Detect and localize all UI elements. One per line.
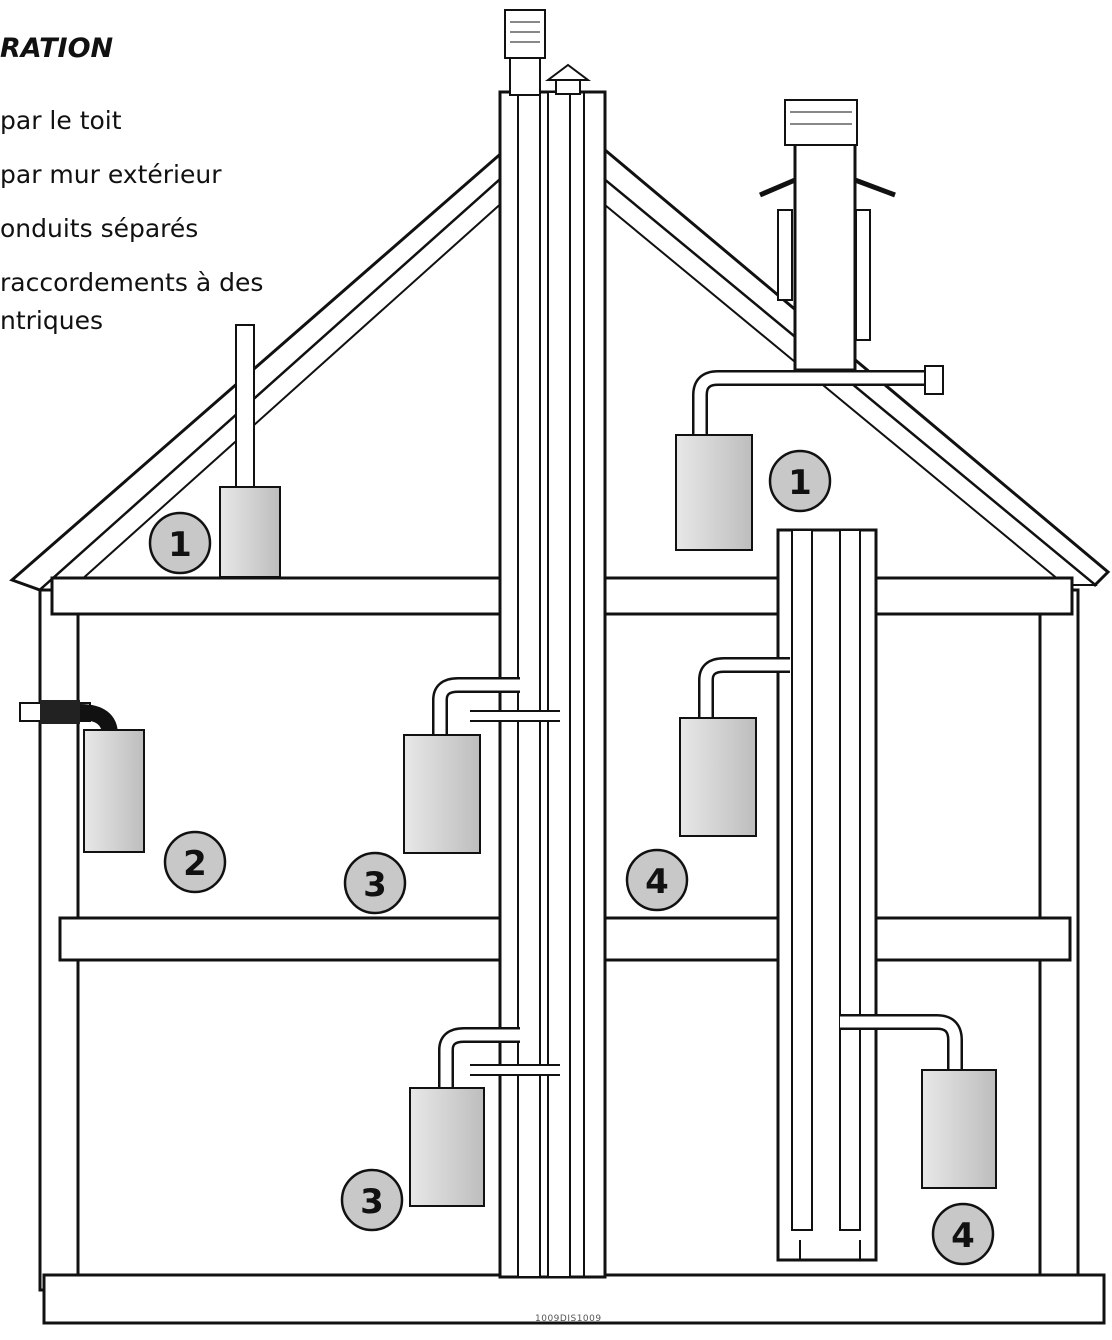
boiler-wall	[79, 704, 145, 853]
svg-text:3: 3	[360, 1182, 384, 1222]
legend-title: RATION	[0, 33, 114, 64]
svg-text:3: 3	[363, 865, 387, 905]
boiler-floor1-right	[679, 657, 790, 837]
callout-4-lower: 4	[931, 1202, 995, 1266]
boiler-attic-left	[219, 324, 281, 578]
boiler-ground-right	[840, 1014, 997, 1189]
callout-3-upper: 3	[343, 851, 407, 915]
legend-item-separate: onduits séparés	[0, 214, 199, 243]
callout-4-upper: 4	[625, 848, 689, 912]
svg-text:4: 4	[645, 862, 669, 902]
legend-item-concentric: ntriques	[0, 306, 103, 335]
boiler-ground-left	[409, 1027, 560, 1207]
boiler-attic-right	[675, 365, 944, 551]
reference-code: 1009DIS1009	[535, 1314, 602, 1324]
svg-text:1: 1	[168, 525, 192, 565]
right-shaft	[776, 528, 878, 1262]
legend-item-connections: raccordements à des	[0, 268, 264, 297]
svg-text:1: 1	[788, 463, 812, 503]
ground-floor	[42, 1273, 1106, 1325]
callout-1-right: 1	[768, 449, 832, 513]
callout-3-lower: 3	[340, 1168, 404, 1232]
roof-chimney-right	[759, 99, 896, 372]
svg-text:2: 2	[183, 844, 207, 884]
boiler-floor1-left	[403, 677, 560, 854]
roof-left	[9, 146, 507, 592]
legend-item-wall: par mur extérieur	[0, 160, 222, 189]
central-chimney	[498, 9, 607, 1279]
callout-2: 2	[163, 830, 227, 894]
svg-text:4: 4	[951, 1216, 975, 1256]
callout-1-left: 1	[148, 511, 212, 575]
legend-item-roof: par le toit	[0, 106, 122, 135]
wall-terminal	[19, 700, 91, 724]
